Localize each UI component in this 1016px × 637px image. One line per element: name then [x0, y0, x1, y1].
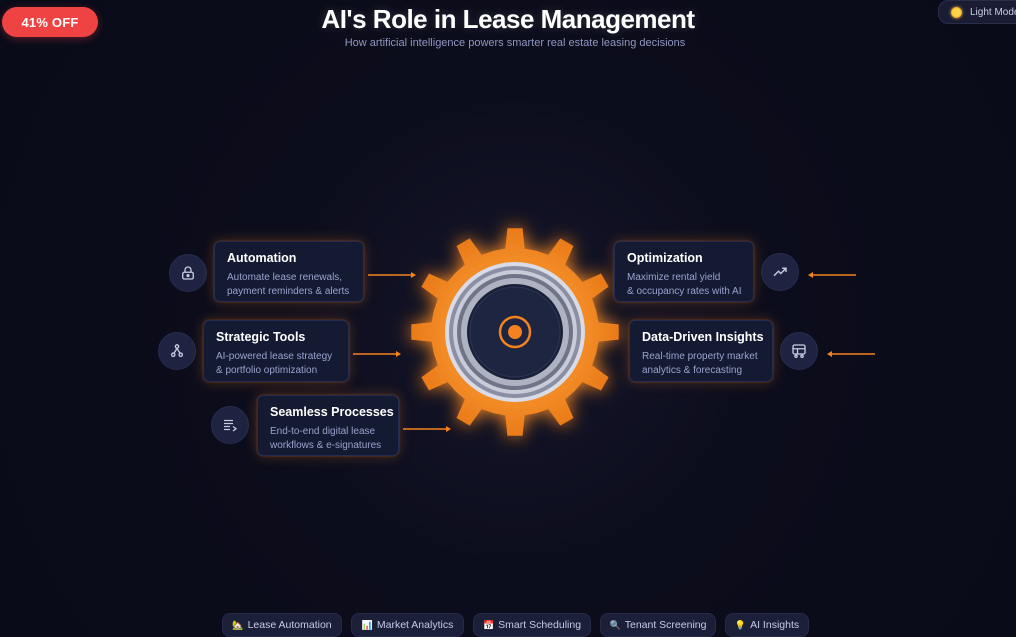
light-mode-label: Light Mode [970, 6, 1016, 18]
pill-market-analytics[interactable]: 📊 Market Analytics [351, 613, 464, 637]
seamless-processes-arrow [403, 421, 453, 432]
pill-ai-insights[interactable]: 💡 AI Insights [725, 613, 809, 637]
gear-illustration [405, 222, 625, 442]
strategic-tools-desc-line1: AI-powered lease strategy [216, 351, 333, 362]
pill-tenant-screening[interactable]: 🔍 Tenant Screening [600, 613, 716, 637]
pill-label: Lease Automation [247, 619, 332, 631]
seamless-processes-desc-line2: workflows & e-signatures [270, 440, 382, 451]
automation-icon-button[interactable] [169, 254, 207, 292]
bar-chart-icon: 📊 [361, 619, 373, 630]
data-driven-insights-desc-line2: analytics & forecasting [642, 365, 743, 376]
data-driven-insights-desc-line1: Real-time property market [642, 351, 758, 362]
optimization-title: Optimization [627, 251, 703, 265]
strategic-tools-card[interactable]: Strategic Tools AI-powered lease strateg… [203, 320, 349, 382]
automation-desc-line2: payment reminders & alerts [227, 286, 350, 297]
discount-badge-label: 41% OFF [21, 14, 79, 30]
strategic-tools-title: Strategic Tools [216, 330, 306, 344]
seamless-processes-icon-button[interactable] [211, 406, 249, 444]
calendar-icon: 📅 [482, 619, 495, 630]
seamless-processes-desc-line1: End-to-end digital lease [270, 426, 376, 437]
lightbulb-icon: 💡 [734, 619, 747, 630]
data-driven-insights-arrow [825, 346, 875, 357]
optimization-card[interactable]: Optimization Maximize rental yield & occ… [614, 241, 754, 302]
optimization-desc-line1: Maximize rental yield [627, 272, 721, 283]
gear-icon [411, 228, 619, 436]
data-driven-insights-icon-button[interactable] [780, 332, 818, 370]
pill-lease-automation[interactable]: 🏡 Lease Automation [222, 613, 342, 637]
pill-label: Smart Scheduling [498, 619, 582, 631]
automation-desc-line1: Automate lease renewals, [227, 272, 343, 283]
pill-smart-scheduling[interactable]: 📅 Smart Scheduling [473, 613, 591, 637]
trending-up-icon [773, 267, 787, 277]
list-arrow-icon [224, 419, 238, 432]
page-subtitle: How artificial intelligence powers smart… [344, 37, 686, 49]
strategic-tools-desc-line2: & portfolio optimization [216, 365, 318, 376]
automation-arrow [368, 267, 418, 278]
data-driven-insights-card[interactable]: Data-Driven Insights Real-time property … [629, 320, 773, 382]
hierarchy-icon [170, 344, 184, 358]
discount-badge[interactable]: 41% OFF [2, 7, 98, 37]
strategic-tools-icon-button[interactable] [158, 332, 196, 370]
sun-icon [951, 6, 962, 18]
magnifier-icon: 🔍 [609, 619, 621, 630]
house-icon: 🏡 [232, 619, 244, 630]
automation-card[interactable]: Automation Automate lease renewals, paym… [214, 241, 364, 302]
optimization-icon-button[interactable] [761, 253, 799, 291]
automation-title: Automation [227, 251, 297, 265]
optimization-arrow [806, 267, 856, 278]
light-mode-toggle[interactable]: Light Mode [938, 0, 1016, 24]
pill-label: AI Insights [750, 619, 800, 631]
seamless-processes-card[interactable]: Seamless Processes End-to-end digital le… [257, 395, 399, 456]
pill-label: Market Analytics [376, 619, 454, 631]
seamless-processes-title: Seamless Processes [270, 405, 394, 419]
lock-icon [182, 266, 194, 280]
data-driven-insights-title: Data-Driven Insights [642, 330, 764, 344]
optimization-desc-line2: & occupancy rates with AI [627, 286, 742, 297]
page-title: AI's Role in Lease Management [321, 4, 695, 34]
cart-chart-icon [792, 344, 806, 359]
pill-label: Tenant Screening [624, 619, 707, 631]
strategic-tools-arrow [353, 346, 403, 357]
